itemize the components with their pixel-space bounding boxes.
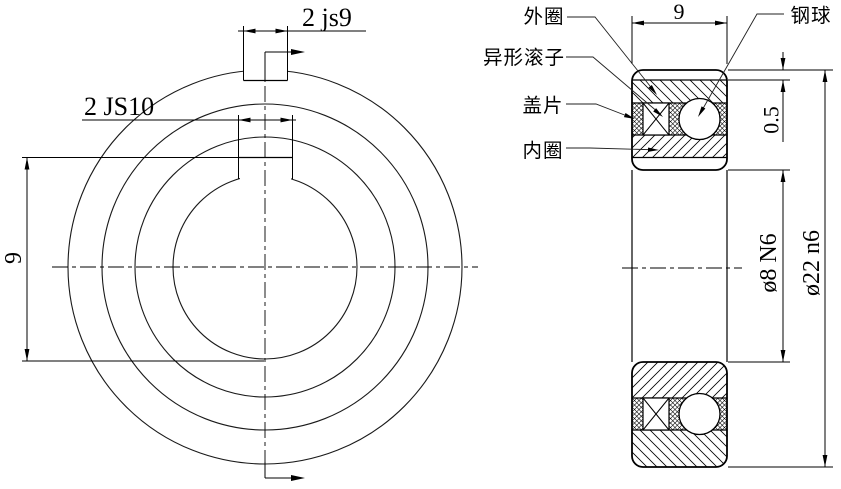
dim-text-outer-diameter: ø22 n6 [799,230,825,296]
dim-outer-keyway-width: 2 js9 [238,3,366,34]
dim-outer-diameter: ø22 n6 [728,69,833,468]
section-view: 9 0.5 ø8 N6 ø22 n6 [483,0,833,468]
bore-keyway [238,115,293,179]
dim-text-outer-keyway: 2 js9 [302,3,352,32]
inner-ring-hatch-bottom [632,362,727,398]
steel-ball-bottom [678,392,721,436]
section-indicator-top [264,49,305,81]
dim-text-keyway-depth: 9 [1,252,27,264]
steel-ball-top [678,97,721,141]
section-bottom-outline [631,361,728,468]
inner-ring-label: 内圈 [522,140,563,162]
section-top-half [631,69,728,171]
dim-text-bore: ø8 N6 [756,233,782,292]
dim-bore-keyway-depth: 9 [1,157,264,362]
dim-text-slot-depth: 0.5 [759,106,784,134]
dim-section-width: 9 [631,0,728,64]
label-inner-ring: 内圈 [522,140,659,162]
dim-text-bore-keyway: 2 JS10 [84,92,154,121]
profiled-roller-section-top [642,102,670,136]
dim-slot-depth: 0.5 [728,52,790,142]
label-steel-ball: 钢球 [698,5,831,117]
dim-bore-keyway-width: 2 JS10 [82,92,296,123]
section-indicator-bottom [264,462,305,481]
shield-label: 盖片 [522,95,563,117]
section-top-outline [631,69,728,171]
front-view: 2 js9 2 JS10 9 [1,3,478,481]
label-outer-ring: 外圈 [523,6,657,95]
dim-text-width: 9 [674,0,685,24]
profiled-roller-section-bottom [642,397,670,431]
profiled-roller-label: 异形滚子 [483,47,565,69]
outer-ring-hatch-bottom [632,430,727,467]
steel-ball-label: 钢球 [790,5,831,27]
dim-bore-diameter: ø8 N6 [728,169,790,363]
outer-ring-hatch-top [632,80,727,103]
label-profiled-roller: 异形滚子 [483,47,663,117]
label-shield: 盖片 [522,95,635,119]
inner-ring-hatch-top [632,135,727,158]
outer-ring-label: 外圈 [523,6,564,28]
section-bottom-half [631,361,728,468]
